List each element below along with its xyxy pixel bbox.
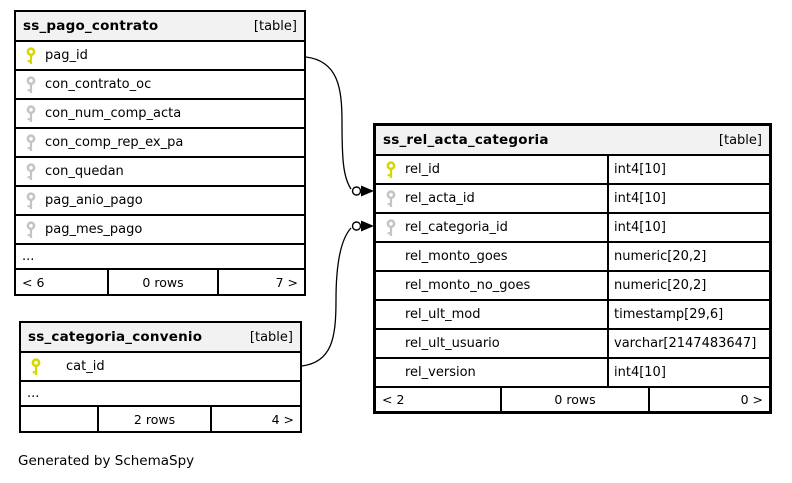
relationship-endpoint-circle — [351, 186, 362, 196]
table-name[interactable]: ss_categoria_convenio — [28, 329, 203, 345]
column-type: int4[10] — [607, 214, 769, 241]
table-footer: < 6 0 rows 7 > — [16, 268, 304, 294]
row-count: 0 rows — [107, 270, 219, 294]
table-row: pag_anio_pago — [16, 185, 304, 214]
pager-next: 7 > — [275, 274, 298, 290]
table-header: ss_rel_acta_categoria [table] — [376, 126, 769, 154]
column-name: con_contrato_oc — [45, 77, 152, 92]
table-header: ss_categoria_convenio [table] — [21, 323, 300, 351]
column-type: timestamp[29,6] — [607, 301, 769, 328]
table-row: con_num_comp_acta — [16, 98, 304, 127]
table-row: rel_acta_id int4[10] — [376, 183, 769, 212]
column-name: cat_id — [66, 359, 105, 374]
row-count: 2 rows — [97, 407, 212, 431]
pager-next: 4 > — [271, 411, 294, 427]
table-row: pag_id — [16, 40, 304, 69]
column-type: varchar[2147483647] — [607, 330, 769, 357]
column-name: rel_monto_no_goes — [405, 278, 531, 293]
table-name[interactable]: ss_rel_acta_categoria — [383, 132, 549, 148]
table-row: rel_ult_usuario varchar[2147483647] — [376, 328, 769, 357]
primary-key-icon — [31, 357, 41, 376]
column-name: rel_id — [405, 162, 441, 177]
table-row: pag_mes_pago — [16, 214, 304, 243]
table-row: con_quedan — [16, 156, 304, 185]
index-key-icon — [26, 133, 36, 152]
table-row: rel_categoria_id int4[10] — [376, 212, 769, 241]
column-type: int4[10] — [607, 359, 769, 386]
index-key-icon — [386, 218, 396, 237]
generated-by-note: Generated by SchemaSpy — [18, 453, 195, 469]
column-type: numeric[20,2] — [607, 272, 769, 299]
column-name: rel_ult_usuario — [405, 336, 500, 351]
column-name: con_num_comp_acta — [45, 106, 182, 121]
column-name: pag_mes_pago — [45, 222, 143, 237]
column-name: rel_version — [405, 365, 476, 380]
pager-next: 0 > — [740, 392, 763, 407]
table-node-ss-pago-contrato[interactable]: ss_pago_contrato [table] pag_id con_cont… — [14, 10, 306, 296]
table-type-tag: [table] — [718, 132, 762, 148]
table-row: rel_id int4[10] — [376, 154, 769, 183]
column-type: int4[10] — [607, 185, 769, 212]
table-row: rel_version int4[10] — [376, 357, 769, 386]
table-name[interactable]: ss_pago_contrato — [23, 18, 159, 34]
column-type: int4[10] — [607, 156, 769, 183]
more-columns-ellipsis: ... — [16, 243, 304, 268]
pager-prev: < 2 — [382, 392, 405, 407]
column-name: con_quedan — [45, 164, 124, 179]
index-key-icon — [26, 191, 36, 210]
index-key-icon — [26, 75, 36, 94]
table-row: rel_monto_goes numeric[20,2] — [376, 241, 769, 270]
column-type: numeric[20,2] — [607, 243, 769, 270]
table-type-tag: [table] — [253, 18, 297, 34]
table-row: cat_id — [21, 351, 300, 380]
row-count: 0 rows — [500, 388, 650, 411]
relationship-endpoint-circle — [351, 221, 362, 231]
table-row: rel_ult_mod timestamp[29,6] — [376, 299, 769, 328]
column-name: rel_categoria_id — [405, 220, 508, 235]
table-row: con_comp_rep_ex_pa — [16, 127, 304, 156]
table-type-tag: [table] — [249, 329, 293, 345]
table-row: con_contrato_oc — [16, 69, 304, 98]
relationship-line-cat-id-to-rel-categoria-id — [301, 227, 352, 367]
table-row: rel_monto_no_goes numeric[20,2] — [376, 270, 769, 299]
column-name: pag_anio_pago — [45, 193, 143, 208]
column-name: pag_id — [45, 48, 88, 63]
index-key-icon — [26, 104, 36, 123]
index-key-icon — [26, 162, 36, 181]
index-key-icon — [26, 220, 36, 239]
more-columns-ellipsis: ... — [21, 380, 300, 405]
column-name: con_comp_rep_ex_pa — [45, 135, 184, 150]
column-name: rel_ult_mod — [405, 307, 481, 322]
column-name: rel_acta_id — [405, 191, 475, 206]
primary-key-icon — [26, 46, 36, 65]
table-footer: 2 rows 4 > — [21, 405, 300, 431]
table-header: ss_pago_contrato [table] — [16, 12, 304, 40]
primary-key-icon — [386, 160, 396, 179]
index-key-icon — [386, 189, 396, 208]
column-name: rel_monto_goes — [405, 249, 508, 264]
table-node-ss-categoria-convenio[interactable]: ss_categoria_convenio [table] cat_id ...… — [19, 321, 302, 433]
pager-prev — [21, 407, 97, 431]
table-footer: < 2 0 rows 0 > — [376, 386, 769, 411]
relationship-line-pag-id-to-rel-acta-id — [305, 56, 352, 190]
pager-prev: < 6 — [22, 274, 45, 290]
table-node-ss-rel-acta-categoria[interactable]: ss_rel_acta_categoria [table] rel_id int… — [373, 123, 772, 414]
